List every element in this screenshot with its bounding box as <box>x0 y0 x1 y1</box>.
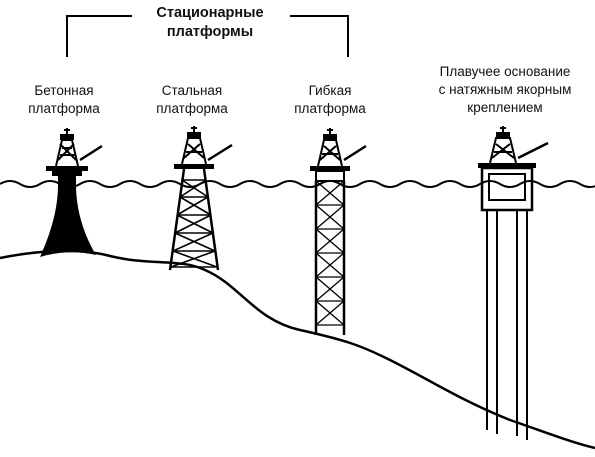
concrete-platform <box>40 128 103 257</box>
stationary-group-bracket <box>66 15 349 57</box>
flexible-platform <box>310 128 367 335</box>
floating-tension-leg-platform <box>478 126 549 440</box>
water-surface <box>0 180 595 188</box>
group-title-line1: Стационарные <box>156 5 263 21</box>
steel-platform <box>168 126 233 271</box>
label-steel-line2: платформа <box>156 101 228 116</box>
label-floating-line2: с натяжным якорным <box>439 82 572 97</box>
label-flexible-line2: платформа <box>294 101 366 116</box>
group-title-line2: платформы <box>167 24 253 40</box>
label-floating-line1: Плавучее основание <box>440 64 571 79</box>
label-floating-line3: креплением <box>467 100 542 115</box>
label-flexible-line1: Гибкая <box>309 83 352 98</box>
label-steel-line1: Стальная <box>162 83 222 98</box>
sea-floor-line <box>0 249 595 450</box>
label-concrete-line2: платформа <box>28 101 100 116</box>
label-concrete-line1: Бетонная <box>34 83 93 98</box>
